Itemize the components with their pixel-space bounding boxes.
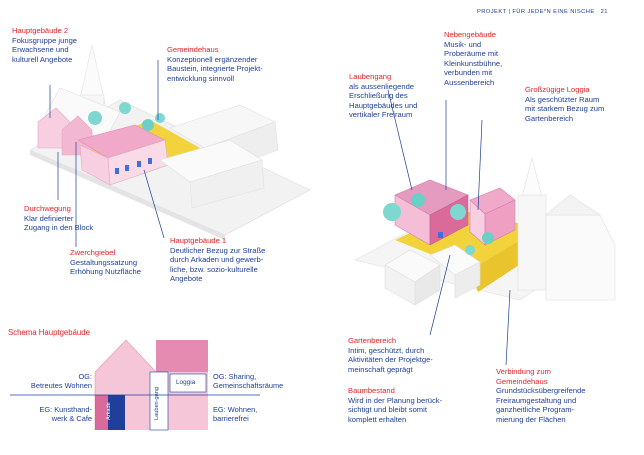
annotation-laubengang: Laubengang als aussenliegende Erschließu… (349, 72, 418, 120)
schema-title: Schema Hauptgebäude (8, 328, 90, 337)
annotation-durchwegung: Durchwegung Klar definierter Zugang in d… (24, 204, 94, 233)
running-header: PROJEKT | FÜR JEDE*N EINE NISCHE 21 (477, 9, 608, 15)
annotation-gartenbereich: Gartenbereich Intim, geschützt, durch Ak… (348, 336, 433, 374)
annotation-hauptgebaeude1: Hauptgebäude 1 Deutlicher Bezug zur Stra… (170, 236, 266, 284)
annotation-zwerchgiebel: Zwerchgiebel Gestaltungssatzung Erhöhung… (70, 248, 141, 277)
schema-laubengang-label: Lauben-gang (154, 387, 160, 420)
annotation-baumbestand: Baumbestand Wird in der Planung berück- … (348, 386, 443, 424)
schema-eg-left: EG: Kunsthand- werk & Cafe (39, 405, 92, 424)
left-model (29, 44, 311, 240)
schema-loggia-label: Loggia (176, 379, 196, 386)
schema-og-left: OG: Betreutes Wohnen (30, 372, 92, 391)
schema-roof-right (156, 340, 208, 372)
annotation-loggia: Großzügige Loggia Als geschützter Raum m… (525, 85, 605, 123)
annotation-hauptgebaeude2: Hauptgebäude 2 Fokusgruppe junge Erwachs… (12, 26, 78, 64)
right-model (354, 157, 616, 306)
annotation-verbindung: Verbindung zum Gemeindehaus Grundstücksü… (496, 367, 586, 424)
annotation-gemeindehaus: Gemeindehaus Konzeptionell ergänzender B… (167, 45, 263, 83)
schema-eg-right: EG: Wohnen, barrierefrei (213, 405, 258, 424)
pointer-lines (49, 60, 511, 366)
page-number: 21 (600, 9, 608, 15)
schema-arkade-block (108, 395, 125, 430)
annotation-nebengebaeude: Nebengebäude Musik- und Proberäume mit K… (444, 30, 503, 87)
schema-arkade-label: Arkade (106, 402, 112, 420)
schema-og-right: OG: Sharing, Gemeinschaftsräume (213, 372, 284, 391)
